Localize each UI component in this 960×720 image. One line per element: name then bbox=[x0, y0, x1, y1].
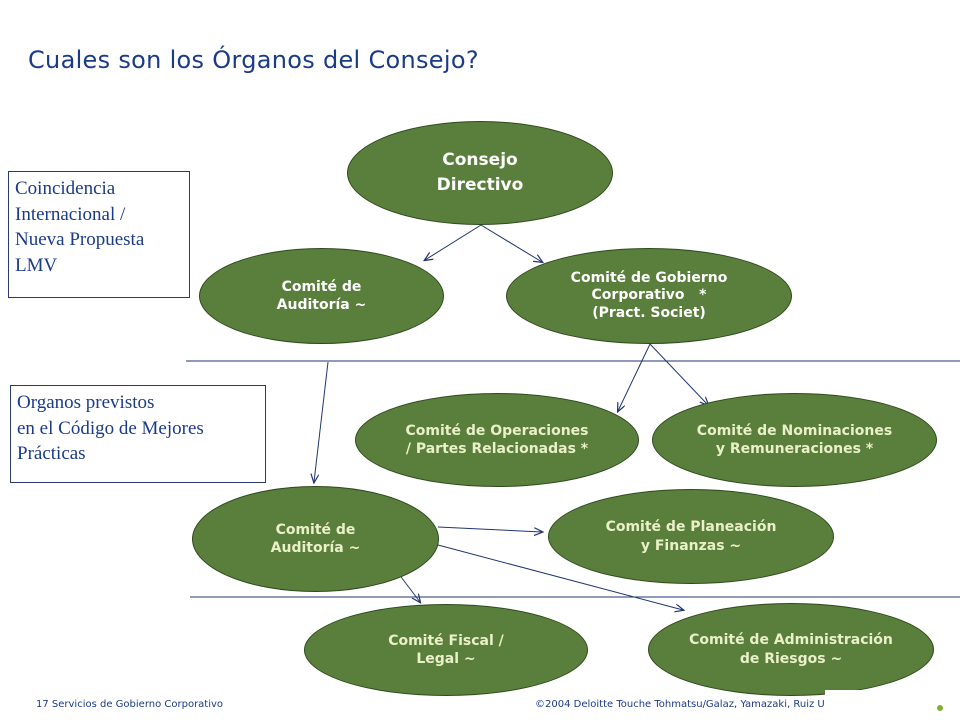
node-comite-auditoria-mid: Comité de Auditoría ~ bbox=[192, 486, 439, 592]
organos-line: Prácticas bbox=[17, 443, 86, 465]
node-comite-fiscal: Comité Fiscal / Legal ~ bbox=[304, 604, 588, 696]
organos-line: en el Código de Mejores bbox=[17, 417, 204, 439]
node-label: Comité Fiscal / bbox=[388, 632, 504, 649]
node-comite-gobierno-corporativo: Comité de Gobierno Corporativo * (Pract.… bbox=[506, 248, 792, 344]
node-label: / Partes Relacionadas * bbox=[405, 441, 589, 457]
node-comite-auditoria-top: Comité de Auditoría ~ bbox=[199, 248, 444, 344]
node-label: Auditoría ~ bbox=[276, 297, 367, 313]
node-label: Comité de bbox=[281, 278, 362, 295]
node-label: Corporativo * bbox=[591, 287, 707, 304]
page-title: Cuales son los Órganos del Consejo? bbox=[28, 46, 479, 74]
arrow-auditoria-to-planeacion bbox=[437, 526, 542, 532]
node-comite-riesgos: Comité de Administración de Riesgos ~ bbox=[648, 603, 934, 696]
arrow-auditoria-to-riesgos bbox=[437, 544, 683, 610]
node-label: Comité de Nominaciones bbox=[696, 422, 893, 439]
organos-box: Organos previstos en el Código de Mejore… bbox=[10, 385, 266, 483]
node-label: Comité de Planeación bbox=[605, 519, 777, 536]
node-label: Comité de Administración bbox=[689, 632, 893, 649]
coincidencia-line: Internacional / bbox=[15, 203, 126, 225]
arrow-gobierno-to-nominaciones bbox=[649, 343, 708, 405]
node-label: y Remuneraciones * bbox=[715, 441, 874, 457]
node-comite-operaciones: Comité de Operaciones / Partes Relaciona… bbox=[355, 393, 639, 487]
footer-copyright: ©2004 Deloitte Touche Tohmatsu/Galaz, Ya… bbox=[535, 699, 825, 710]
brand-dot-icon bbox=[937, 705, 943, 711]
node-comite-planeacion: Comité de Planeación y Finanzas ~ bbox=[548, 489, 834, 584]
node-label: Legal ~ bbox=[416, 651, 476, 667]
arrow-consejo-to-auditoria bbox=[425, 224, 482, 260]
coincidencia-box: Coincidencia Internacional / Nueva Propu… bbox=[8, 171, 190, 298]
node-consejo-directivo: Consejo Directivo bbox=[347, 121, 613, 225]
node-label: Auditoría ~ bbox=[270, 540, 361, 556]
arrow-auditoria-down bbox=[314, 361, 329, 482]
node-label: Consejo bbox=[442, 149, 518, 170]
node-comite-nominaciones: Comité de Nominaciones y Remuneraciones … bbox=[652, 393, 937, 487]
node-label: Comité de Operaciones bbox=[405, 422, 589, 439]
node-label: Comité de Gobierno bbox=[570, 269, 728, 286]
coincidencia-line: Coincidencia bbox=[15, 178, 116, 199]
organos-line: Organos previstos bbox=[17, 392, 155, 413]
coincidencia-line: LMV bbox=[15, 254, 58, 276]
node-label: Directivo bbox=[436, 175, 524, 195]
node-label: Comité de bbox=[275, 521, 356, 538]
node-label: (Pract. Societ) bbox=[592, 304, 706, 321]
node-label: de Riesgos ~ bbox=[739, 650, 843, 667]
arrow-gobierno-to-operaciones bbox=[618, 343, 651, 411]
arrow-consejo-to-gobierno bbox=[480, 224, 542, 262]
coincidencia-line: Nueva Propuesta bbox=[15, 229, 145, 251]
node-label: y Finanzas ~ bbox=[640, 537, 742, 554]
footer-page-info: 17 Servicios de Gobierno Corporativo bbox=[36, 699, 224, 710]
